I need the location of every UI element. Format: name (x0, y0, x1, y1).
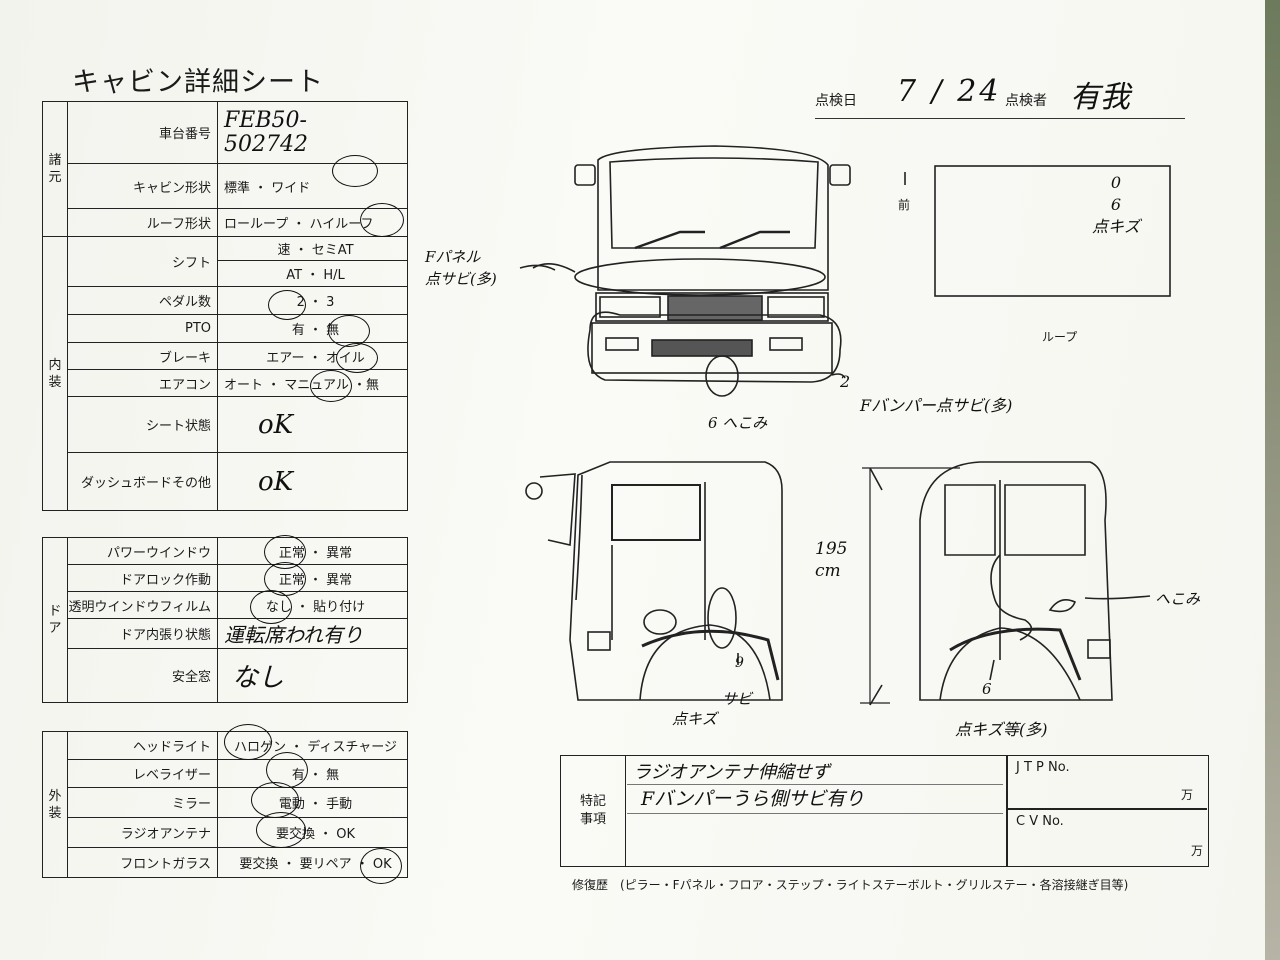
cabin-height-value: 195 cm (815, 539, 848, 581)
circle-mark (360, 203, 404, 237)
rear-scratch-note: 点キズ等(多) (955, 720, 1048, 739)
pedal-value: 2 ・ 3 (217, 286, 408, 315)
dashboard-value: oK (217, 452, 408, 511)
section-door-heading: ドア (42, 537, 68, 703)
row-label: キャビン形状 (67, 163, 218, 209)
door-trim-value: 運転席われ有り (217, 618, 408, 649)
power-window-value: 正常 ・ 異常 (217, 537, 408, 565)
row-label: ダッシュボードその他 (67, 452, 218, 511)
circle-mark (250, 590, 292, 624)
side-num-note: 9 (735, 655, 744, 671)
remarks-box: 特記 事項 ラジオアンテナ伸縮せず Fバンパーうら側サビ有り J T P No.… (560, 755, 1209, 867)
jtp-unit: 万 (1181, 788, 1194, 802)
row-label: 車台番号 (67, 101, 218, 164)
inspection-header: 点検日 7 / 24 点検者 有我 (815, 70, 1185, 119)
row-label: パワーウインドウ (67, 537, 218, 565)
page-title: キャビン詳細シート (72, 67, 324, 98)
repair-history: 修復歴 (ピラー・Fパネル・フロア・ステップ・ライトステーボルト・グリルステー・… (572, 878, 1129, 892)
row-label: ドア内張り状態 (67, 618, 218, 649)
chassis-number-value: FEB50- 502742 (217, 101, 408, 164)
safety-window-value: なし (217, 648, 408, 703)
f-bumper-note: Fバンパー点サビ(多) (860, 396, 1013, 415)
shift-value-2: AT ・ H/L (217, 260, 408, 287)
remarks-divider (1006, 756, 1008, 866)
row-label: ブレーキ (67, 342, 218, 370)
remarks-label: 特記 事項 (561, 756, 626, 866)
cabin-shape-value: 標準 ・ ワイド (217, 163, 408, 209)
row-label: ヘッドライト (67, 731, 218, 760)
circle-mark (332, 155, 378, 187)
inspector-label: 点検者 (1005, 93, 1047, 109)
side-rust-note: サビ (722, 690, 753, 708)
row-label: フロントガラス (67, 847, 218, 878)
circle-mark (336, 343, 378, 373)
row-label: ラジオアンテナ (67, 817, 218, 848)
mirror-value: 電動 ・ 手動 (217, 787, 408, 818)
f-panel-note: Fパネル 点サビ(多) (425, 248, 497, 288)
radio-antenna-value: 要交換 ・ OK (217, 817, 408, 848)
roof-note: 0 6 点キズ (1092, 173, 1141, 236)
remarks-line-2: Fバンパーうら側サビ有り (641, 788, 865, 810)
row-label: ドアロック作動 (67, 564, 218, 592)
circle-mark (328, 315, 370, 347)
row-label: レベライザー (67, 759, 218, 788)
leveler-value: 有 ・ 無 (217, 759, 408, 788)
table-surface (1265, 0, 1280, 960)
cv-label: C V No. (1016, 814, 1064, 829)
front-direction-label: 前 (898, 198, 911, 212)
circle-mark (256, 812, 306, 848)
front-bumper-num: 2 (840, 372, 851, 391)
window-film-value: なし ・ 貼り付け (217, 591, 408, 619)
rear-dent-note: へこみ (1155, 590, 1201, 608)
remarks-line-1: ラジオアンテナ伸縮せず (633, 762, 830, 783)
row-label: PTO (67, 314, 218, 343)
jtp-label: J T P No. (1016, 760, 1070, 775)
door-table: ドア パワーウインドウ 正常 ・ 異常 ドアロック作動 正常 ・ 異常 透明ウイ… (42, 537, 408, 703)
cv-divider (1007, 808, 1207, 810)
front-dent-note: 6 へこみ (708, 414, 768, 432)
section-exterior-heading: 外装 (42, 731, 68, 878)
row-label: ペダル数 (67, 286, 218, 315)
row-label: ミラー (67, 787, 218, 818)
spec-interior-table: 諸元 車台番号 FEB50- 502742 キャビン形状 標準 ・ ワイド ルー… (42, 101, 408, 511)
section-spec-heading: 諸元 (42, 101, 68, 237)
row-label: ルーフ形状 (67, 208, 218, 237)
row-label: 安全窓 (67, 648, 218, 703)
row-label: シフト (67, 236, 218, 287)
door-lock-value: 正常 ・ 異常 (217, 564, 408, 592)
row-label: シート状態 (67, 396, 218, 453)
remarks-lines (627, 784, 1003, 814)
brake-value: エアー ・ オイル (217, 342, 408, 370)
circle-mark (360, 848, 402, 884)
inspection-date-label: 点検日 (815, 93, 857, 109)
row-label: エアコン (67, 369, 218, 397)
exterior-table: 外装 ヘッドライト ハロゲン ・ ディスチャージ レベライザー 有 ・ 無 ミラ… (42, 731, 408, 878)
inspection-date-value: 7 / 24 (897, 74, 1002, 109)
shift-value: 速 ・ セミAT (217, 236, 408, 261)
seat-condition-value: oK (217, 396, 408, 453)
roof-label: ループ (1042, 330, 1078, 344)
side-scratch-note: 点キズ (672, 710, 718, 728)
section-interior-heading: 内装 (42, 236, 68, 511)
rear-num-note: 6 (982, 680, 992, 698)
pto-value: 有 ・ 無 (217, 314, 408, 343)
circle-mark (310, 370, 352, 402)
row-label: 透明ウインドウフィルム (67, 591, 218, 619)
cv-unit: 万 (1191, 844, 1204, 858)
inspector-value: 有我 (1070, 80, 1130, 115)
circle-mark (224, 724, 272, 760)
circle-mark (268, 290, 306, 320)
